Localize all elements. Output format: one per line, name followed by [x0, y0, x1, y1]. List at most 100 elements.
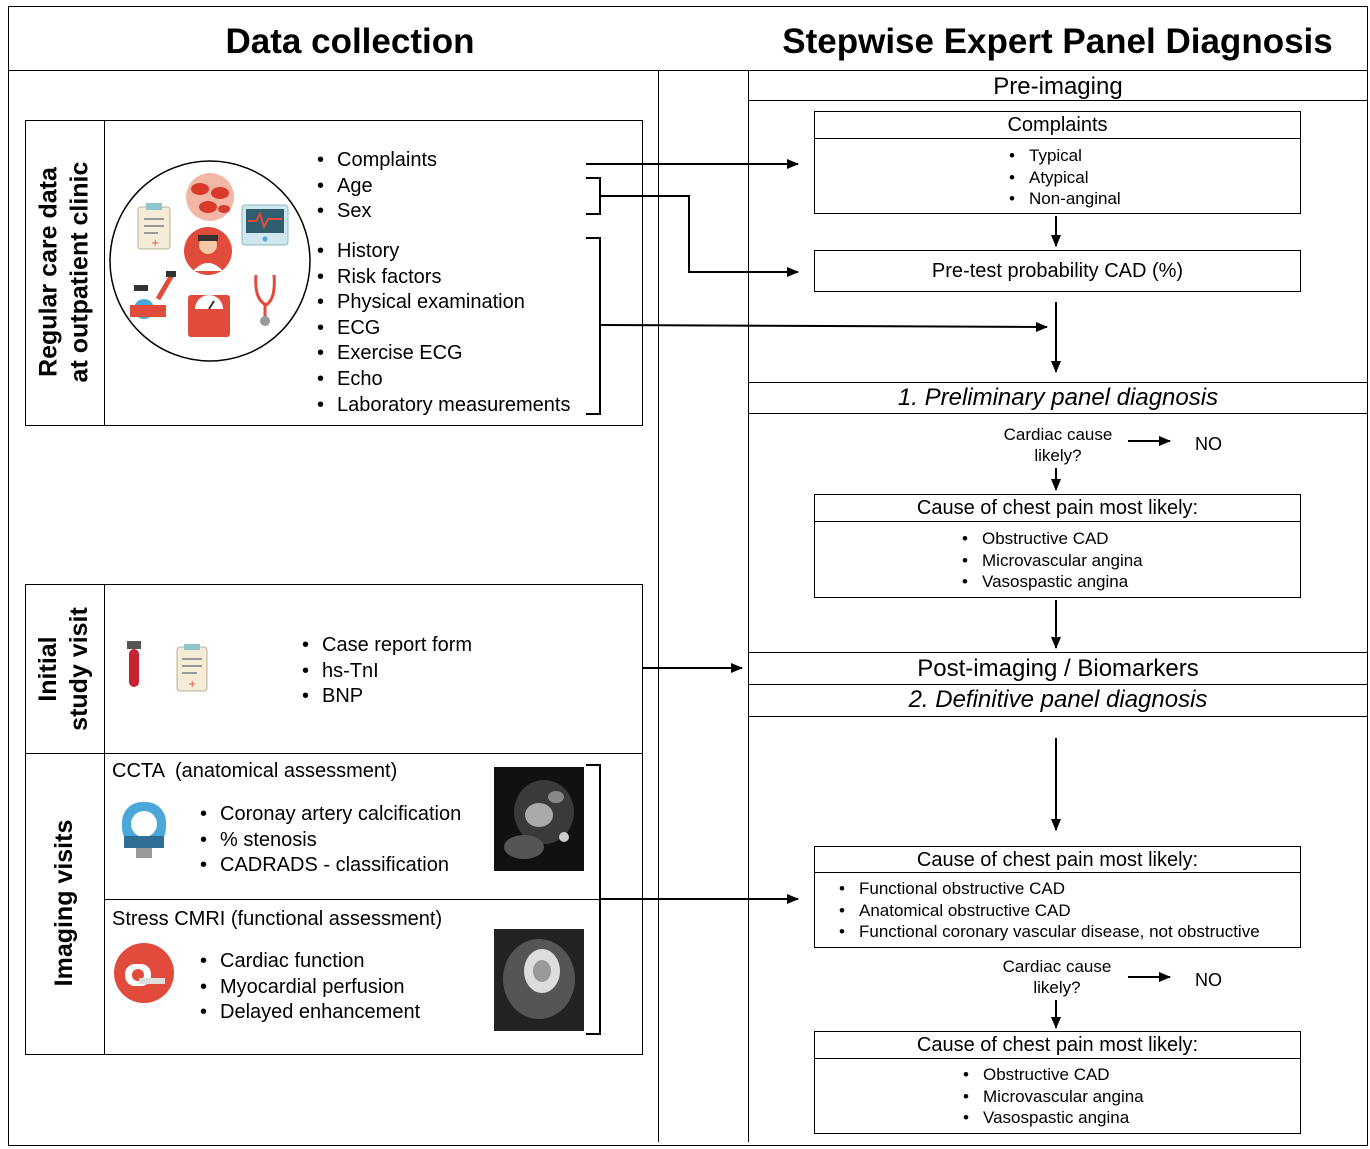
- list-item: BNP: [300, 684, 472, 710]
- list-item: Typical: [1007, 145, 1121, 167]
- pre-imaging-header: Pre-imaging: [993, 73, 1123, 100]
- regular-care-label-divider: [104, 120, 105, 426]
- list-item: Complaints: [315, 148, 437, 174]
- pretest-box: [814, 250, 1301, 292]
- list-item: History: [315, 239, 570, 265]
- preliminary-bottom-line: [748, 413, 1368, 414]
- cause2-box: [814, 846, 1301, 948]
- cause2-items: Functional obstructive CAD Anatomical ob…: [837, 878, 1260, 943]
- initial-imaging-divider: [25, 753, 643, 754]
- definitive-bottom-line: [748, 716, 1368, 717]
- list-item: Laboratory measurements: [315, 393, 570, 419]
- list-item: Anatomical obstructive CAD: [837, 900, 1260, 922]
- exercise-bike-icon: [130, 271, 176, 319]
- regular-care-group2: History Risk factors Physical examinatio…: [315, 239, 570, 418]
- svg-text:+: +: [188, 679, 196, 690]
- study-visits-label-divider: [104, 584, 105, 1055]
- preliminary-diagnosis-header: 1. Preliminary panel diagnosis: [897, 384, 1219, 411]
- list-item: Atypical: [1007, 167, 1121, 189]
- definitive-diagnosis-header: 2. Definitive panel diagnosis: [908, 686, 1208, 713]
- cmri-items: Cardiac function Myocardial perfusion De…: [198, 949, 420, 1026]
- list-item: Cardiac function: [198, 949, 420, 975]
- column-divider: [658, 70, 659, 1142]
- scale-icon: [188, 295, 230, 337]
- list-item: Non-anginal: [1007, 188, 1121, 210]
- blood-cells-icon: [186, 173, 234, 221]
- ccta-title: CCTA (anatomical assessment): [112, 760, 398, 782]
- pre-imaging-line: [748, 100, 1368, 101]
- bracket-imaging: [586, 764, 601, 1035]
- list-item: Microvascular angina: [960, 550, 1143, 572]
- ct-scanner-icon: [122, 802, 166, 858]
- initial-visit-icons: +: [127, 641, 208, 692]
- list-item: Physical examination: [315, 290, 570, 316]
- list-item: Vasospastic angina: [960, 571, 1143, 593]
- list-item: CADRADS - classification: [198, 853, 461, 879]
- preliminary-top-line: [748, 382, 1368, 383]
- list-item: hs-TnI: [300, 659, 472, 685]
- list-item: Risk factors: [315, 265, 570, 291]
- list-item: Functional obstructive CAD: [837, 878, 1260, 900]
- study-visits-box: [25, 584, 643, 1055]
- ccta-items: Coronay artery calcification % stenosis …: [198, 802, 461, 879]
- bracket-age-sex: [586, 177, 601, 215]
- clipboard-icon: +: [137, 203, 171, 250]
- list-item: Functional coronary vascular disease, no…: [837, 921, 1260, 943]
- cause3-box: [814, 1031, 1301, 1134]
- complaints-title: Complaints: [1007, 114, 1108, 136]
- cardiac-question-1: Cardiac cause likely?: [1003, 425, 1113, 465]
- doctor-icon: [184, 227, 232, 275]
- title-expert-panel: Stepwise Expert Panel Diagnosis: [782, 22, 1333, 61]
- list-item: Case report form: [300, 633, 472, 659]
- ccta-scan-image: [494, 767, 584, 871]
- list-item: % stenosis: [198, 828, 461, 854]
- cmri-scan-image: [494, 929, 584, 1031]
- cause1-items: Obstructive CAD Microvascular angina Vas…: [960, 528, 1143, 593]
- mri-scanner-icon: [114, 943, 174, 1003]
- outer-frame: [8, 6, 1368, 1146]
- clinic-icons-circle: +: [109, 160, 311, 362]
- bracket-history: [586, 237, 601, 415]
- clipboard-icon: +: [176, 644, 208, 692]
- arrow-history: [599, 321, 1048, 332]
- cause1-title: Cause of chest pain most likely:: [916, 497, 1199, 519]
- cause3-title: Cause of chest pain most likely:: [916, 1034, 1199, 1056]
- no-label-1: NO: [1195, 434, 1222, 454]
- post-imaging-top-line: [748, 652, 1368, 653]
- complaints-box: [814, 111, 1301, 214]
- list-item: Sex: [315, 199, 437, 225]
- arrow-pretest: [600, 195, 799, 277]
- svg-text:+: +: [151, 238, 159, 249]
- cause1-box: [814, 494, 1301, 598]
- blood-tube-icon: [127, 641, 141, 687]
- no-label-2: NO: [1195, 970, 1222, 990]
- regular-care-box: [25, 120, 643, 426]
- list-item: Obstructive CAD: [960, 528, 1143, 550]
- list-item: Microvascular angina: [961, 1086, 1144, 1108]
- list-item: Echo: [315, 367, 570, 393]
- list-item: Myocardial perfusion: [198, 975, 420, 1001]
- cardiac-question-2: Cardiac cause likely?: [1002, 957, 1112, 997]
- list-item: Delayed enhancement: [198, 1000, 420, 1026]
- ccta-cmri-divider: [104, 899, 600, 900]
- list-item: Vasospastic angina: [961, 1107, 1144, 1129]
- regular-care-group1: Complaints Age Sex: [315, 148, 437, 225]
- cause1-divider: [814, 521, 1301, 522]
- list-item: Coronay artery calcification: [198, 802, 461, 828]
- list-item: Age: [315, 174, 437, 200]
- list-item: Exercise ECG: [315, 341, 570, 367]
- list-item: Obstructive CAD: [961, 1064, 1144, 1086]
- cause3-items: Obstructive CAD Microvascular angina Vas…: [961, 1064, 1144, 1129]
- list-item: ECG: [315, 316, 570, 342]
- title-data-collection: Data collection: [225, 22, 475, 61]
- pretest-label: Pre-test probability CAD (%): [931, 260, 1184, 282]
- initial-visit-items: Case report form hs-TnI BNP: [300, 633, 472, 710]
- complaints-divider: [814, 138, 1301, 139]
- complaints-items: Typical Atypical Non-anginal: [1007, 145, 1121, 210]
- right-panel-divider: [748, 70, 749, 1142]
- post-imaging-bottom-line: [748, 684, 1368, 685]
- cmri-title: Stress CMRI (functional assessment): [112, 908, 443, 930]
- cause3-divider: [814, 1058, 1301, 1059]
- stethoscope-icon: [254, 274, 276, 326]
